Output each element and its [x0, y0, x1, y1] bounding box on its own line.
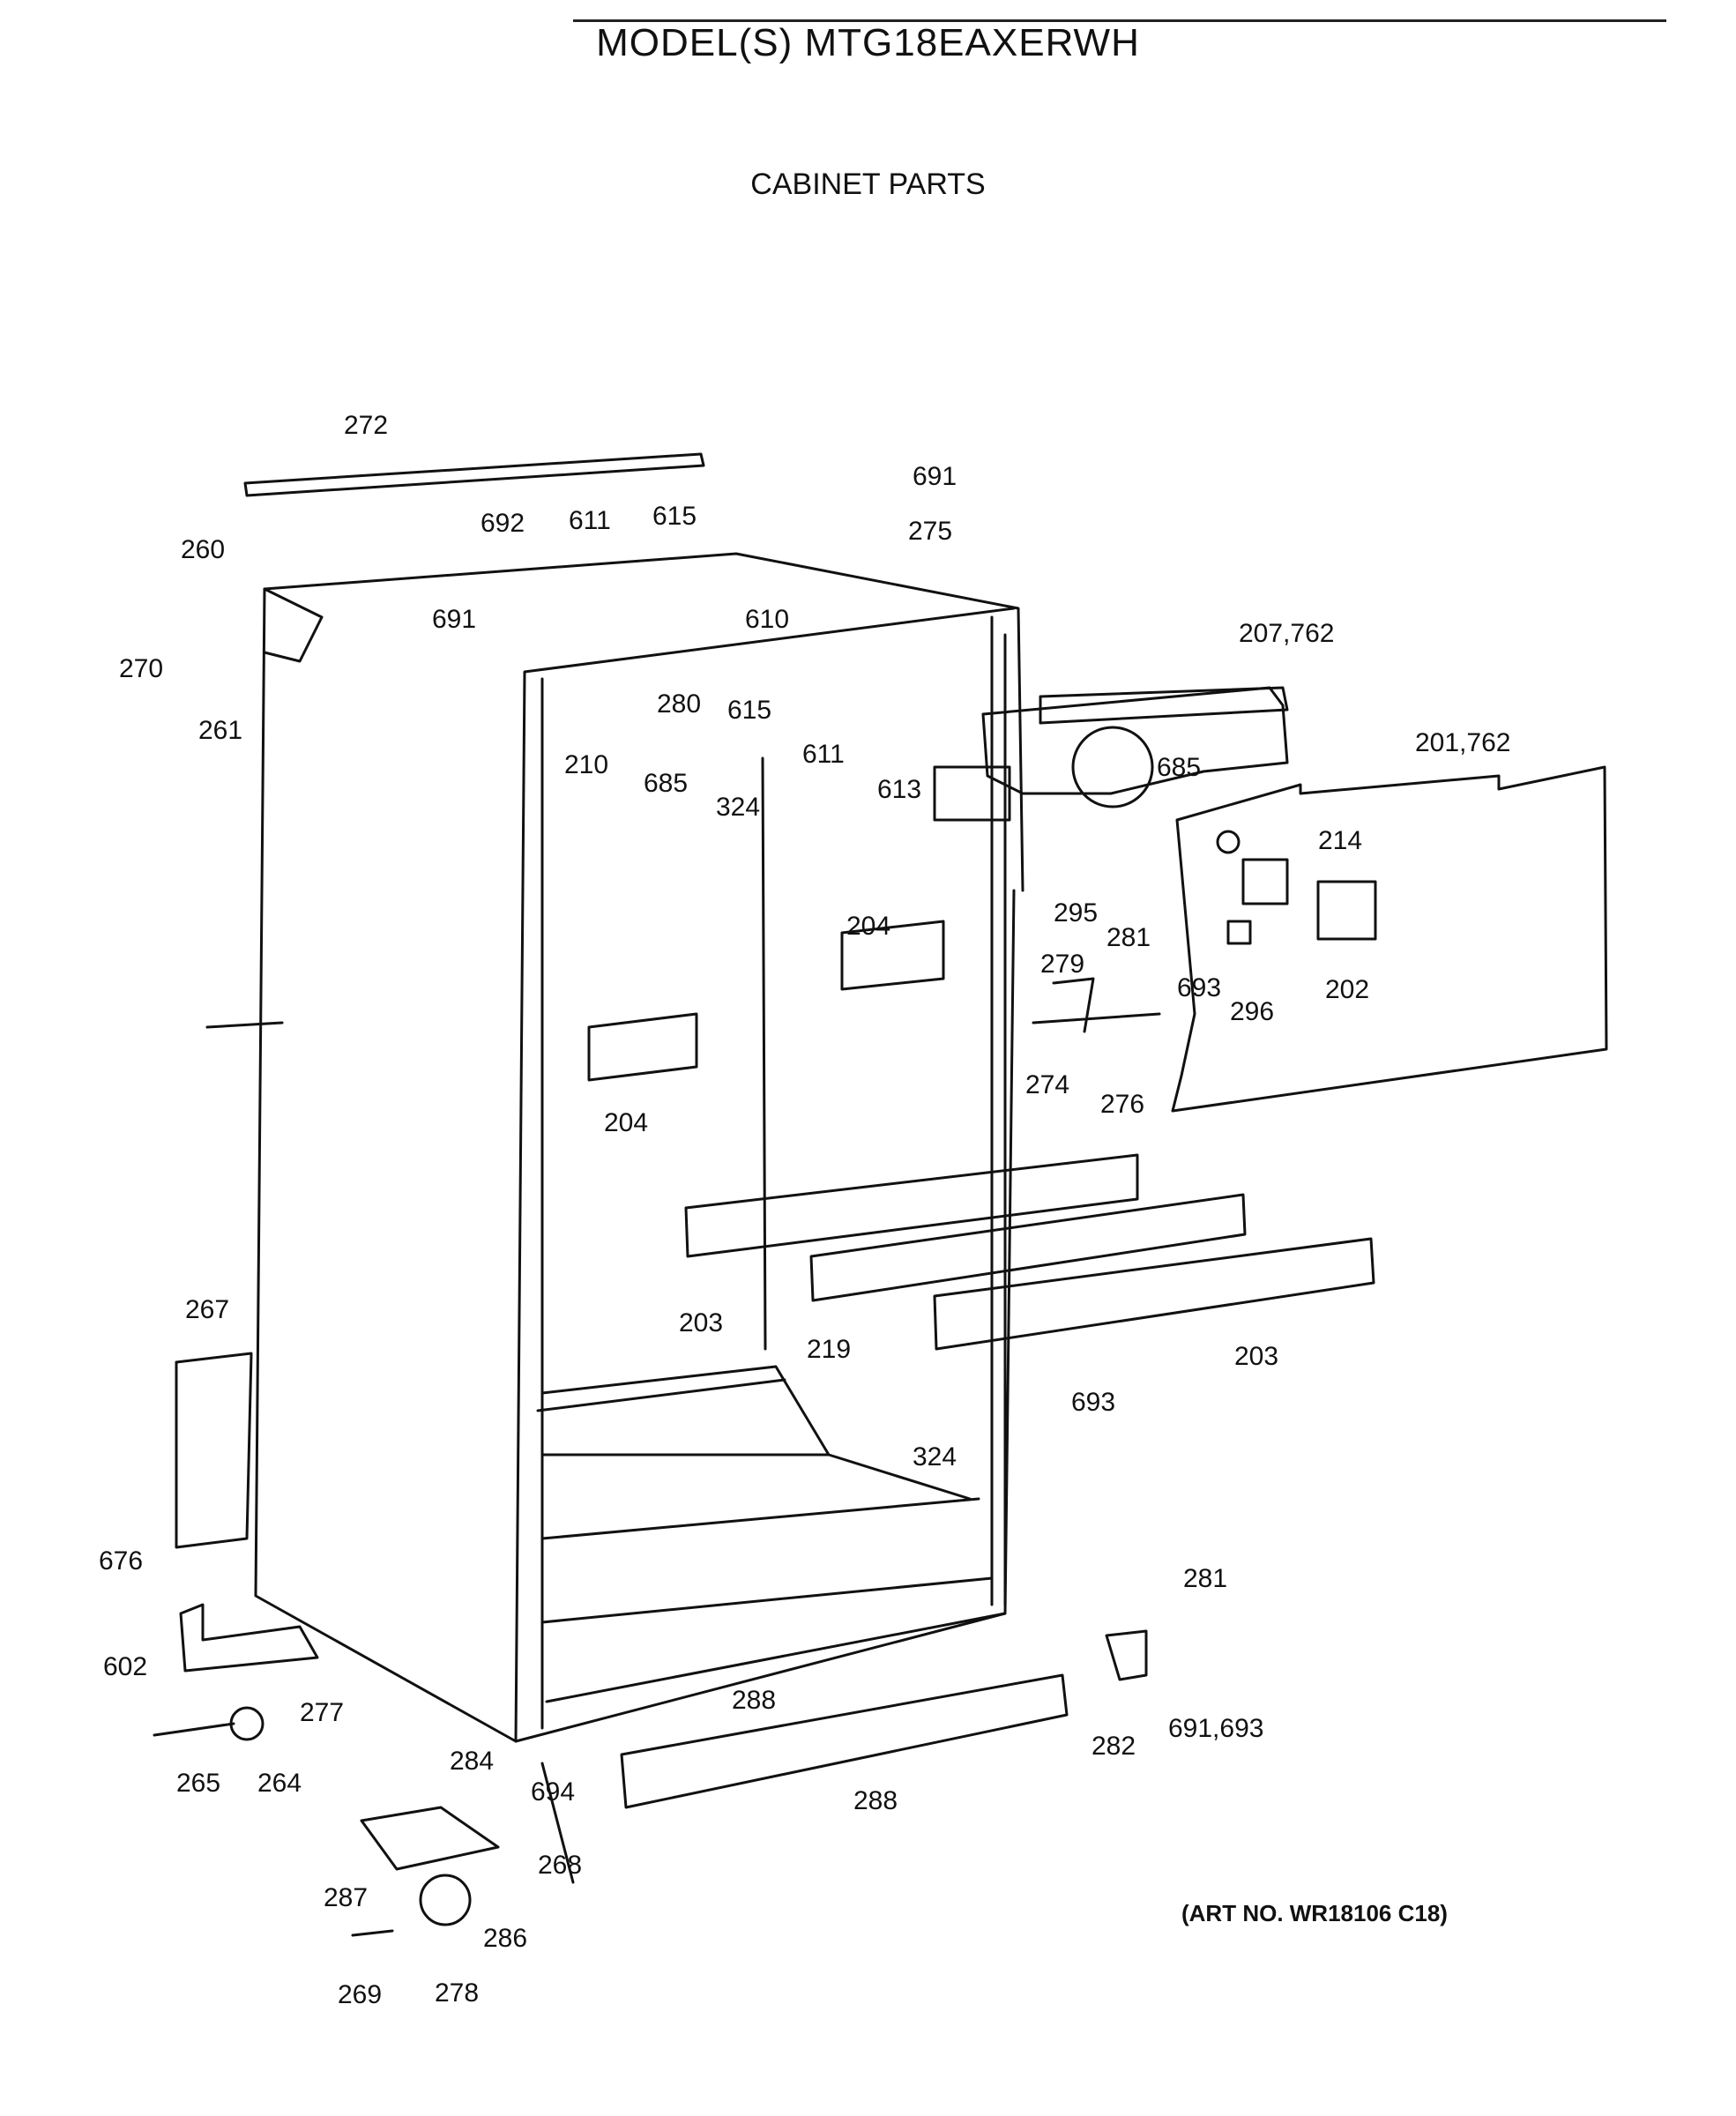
cabinet-shell: [254, 552, 1024, 1743]
mullion-lower: [933, 1237, 1375, 1351]
part-callout: 615: [652, 502, 697, 531]
part-callout: 280: [657, 689, 701, 719]
part-callout: 277: [300, 1698, 344, 1727]
part-callout: 602: [103, 1652, 147, 1681]
part-callout: 324: [716, 793, 760, 822]
part-callout: 611: [569, 506, 611, 535]
leveling-bracket: [179, 1603, 319, 1673]
part-callout: 282: [1092, 1732, 1136, 1761]
mullion-upper: [684, 1153, 1139, 1258]
rail-bracket-right: [840, 920, 945, 991]
part-callout: 279: [1040, 950, 1084, 979]
part-callout: 219: [807, 1335, 851, 1364]
door-stop-bracket: [1105, 1629, 1148, 1681]
side-access-panel: [175, 1352, 253, 1549]
part-callout: 268: [538, 1851, 582, 1880]
part-callout: 203: [1234, 1342, 1278, 1371]
part-callout: 260: [181, 535, 225, 564]
part-callout: 615: [727, 696, 771, 725]
part-callout: 210: [564, 750, 608, 779]
roller-assembly: [419, 1874, 472, 1926]
part-callout: 691: [913, 462, 957, 491]
part-callout: 281: [1183, 1564, 1227, 1593]
part-callout: 693: [1177, 973, 1221, 1002]
part-callout: 201,762: [1415, 728, 1510, 757]
art-number: (ART NO. WR18106 C18): [1181, 1900, 1448, 1926]
vent-grille: [1316, 880, 1377, 941]
air-duct-top: [1039, 686, 1289, 725]
back-panel: [1171, 765, 1608, 1113]
part-callout: 691: [432, 605, 476, 634]
section-title: CABINET PARTS: [750, 168, 986, 201]
part-callout: 203: [679, 1308, 723, 1337]
part-callout: 613: [877, 775, 921, 804]
part-callout: 202: [1325, 975, 1369, 1004]
part-callout: 284: [450, 1747, 494, 1776]
roller-wheel: [229, 1706, 264, 1741]
part-callout: 685: [1157, 753, 1201, 782]
panel-square-window: [1241, 858, 1289, 905]
fan-opening: [1071, 726, 1154, 808]
header-rule: [573, 19, 1666, 22]
part-callout: 295: [1054, 898, 1098, 928]
relay-block: [1226, 920, 1252, 945]
part-callout: 274: [1025, 1070, 1069, 1099]
mullion-center: [809, 1193, 1247, 1302]
fan-motor-box: [933, 765, 1011, 822]
part-callout: 288: [732, 1686, 776, 1715]
part-callout: 324: [913, 1442, 957, 1472]
part-callout: 261: [198, 716, 242, 745]
part-callout: 694: [531, 1777, 575, 1807]
part-callout: 676: [99, 1546, 143, 1576]
part-callout: 692: [481, 509, 525, 538]
part-callout: 269: [338, 1980, 382, 2009]
part-callout: 278: [435, 1978, 479, 2008]
part-callout: 272: [344, 411, 388, 440]
part-callout: 286: [483, 1924, 527, 1953]
rail-bracket-left: [587, 1012, 698, 1082]
fan-shroud: [981, 686, 1289, 795]
part-callout: 287: [324, 1883, 368, 1912]
part-callout: 264: [257, 1769, 302, 1798]
part-callout: 276: [1100, 1090, 1144, 1119]
part-callout: 610: [745, 605, 789, 634]
part-callout: 267: [185, 1295, 229, 1324]
part-callout: 611: [802, 740, 845, 769]
part-callout: 693: [1071, 1388, 1115, 1417]
part-callout: 691,693: [1168, 1714, 1263, 1743]
callout-labels: 272 691 275 692 611 615 260 691 610 270 261 280 615 6…: [99, 411, 1510, 2009]
page-title: MODEL(S) MTG18EAXERWH: [596, 21, 1140, 64]
part-callout: 685: [644, 769, 688, 798]
part-callout: 207,762: [1239, 619, 1334, 648]
part-callout: 214: [1318, 826, 1362, 855]
part-callout: 204: [846, 912, 890, 941]
hinge-parts: [205, 977, 1161, 1033]
part-callout: 204: [604, 1108, 648, 1137]
roller-bracket: [360, 1806, 500, 1871]
part-callout: 296: [1230, 997, 1274, 1026]
part-callout: 281: [1106, 923, 1151, 952]
pins-and-screws: [153, 1722, 575, 1937]
part-callout: 275: [908, 517, 952, 546]
part-callout: 270: [119, 654, 163, 683]
top-seal-strip: [243, 452, 705, 497]
part-callout: 265: [176, 1769, 220, 1798]
part-callout: 288: [853, 1786, 898, 1815]
base-grille: [620, 1673, 1069, 1809]
panel-grommet: [1216, 830, 1241, 854]
